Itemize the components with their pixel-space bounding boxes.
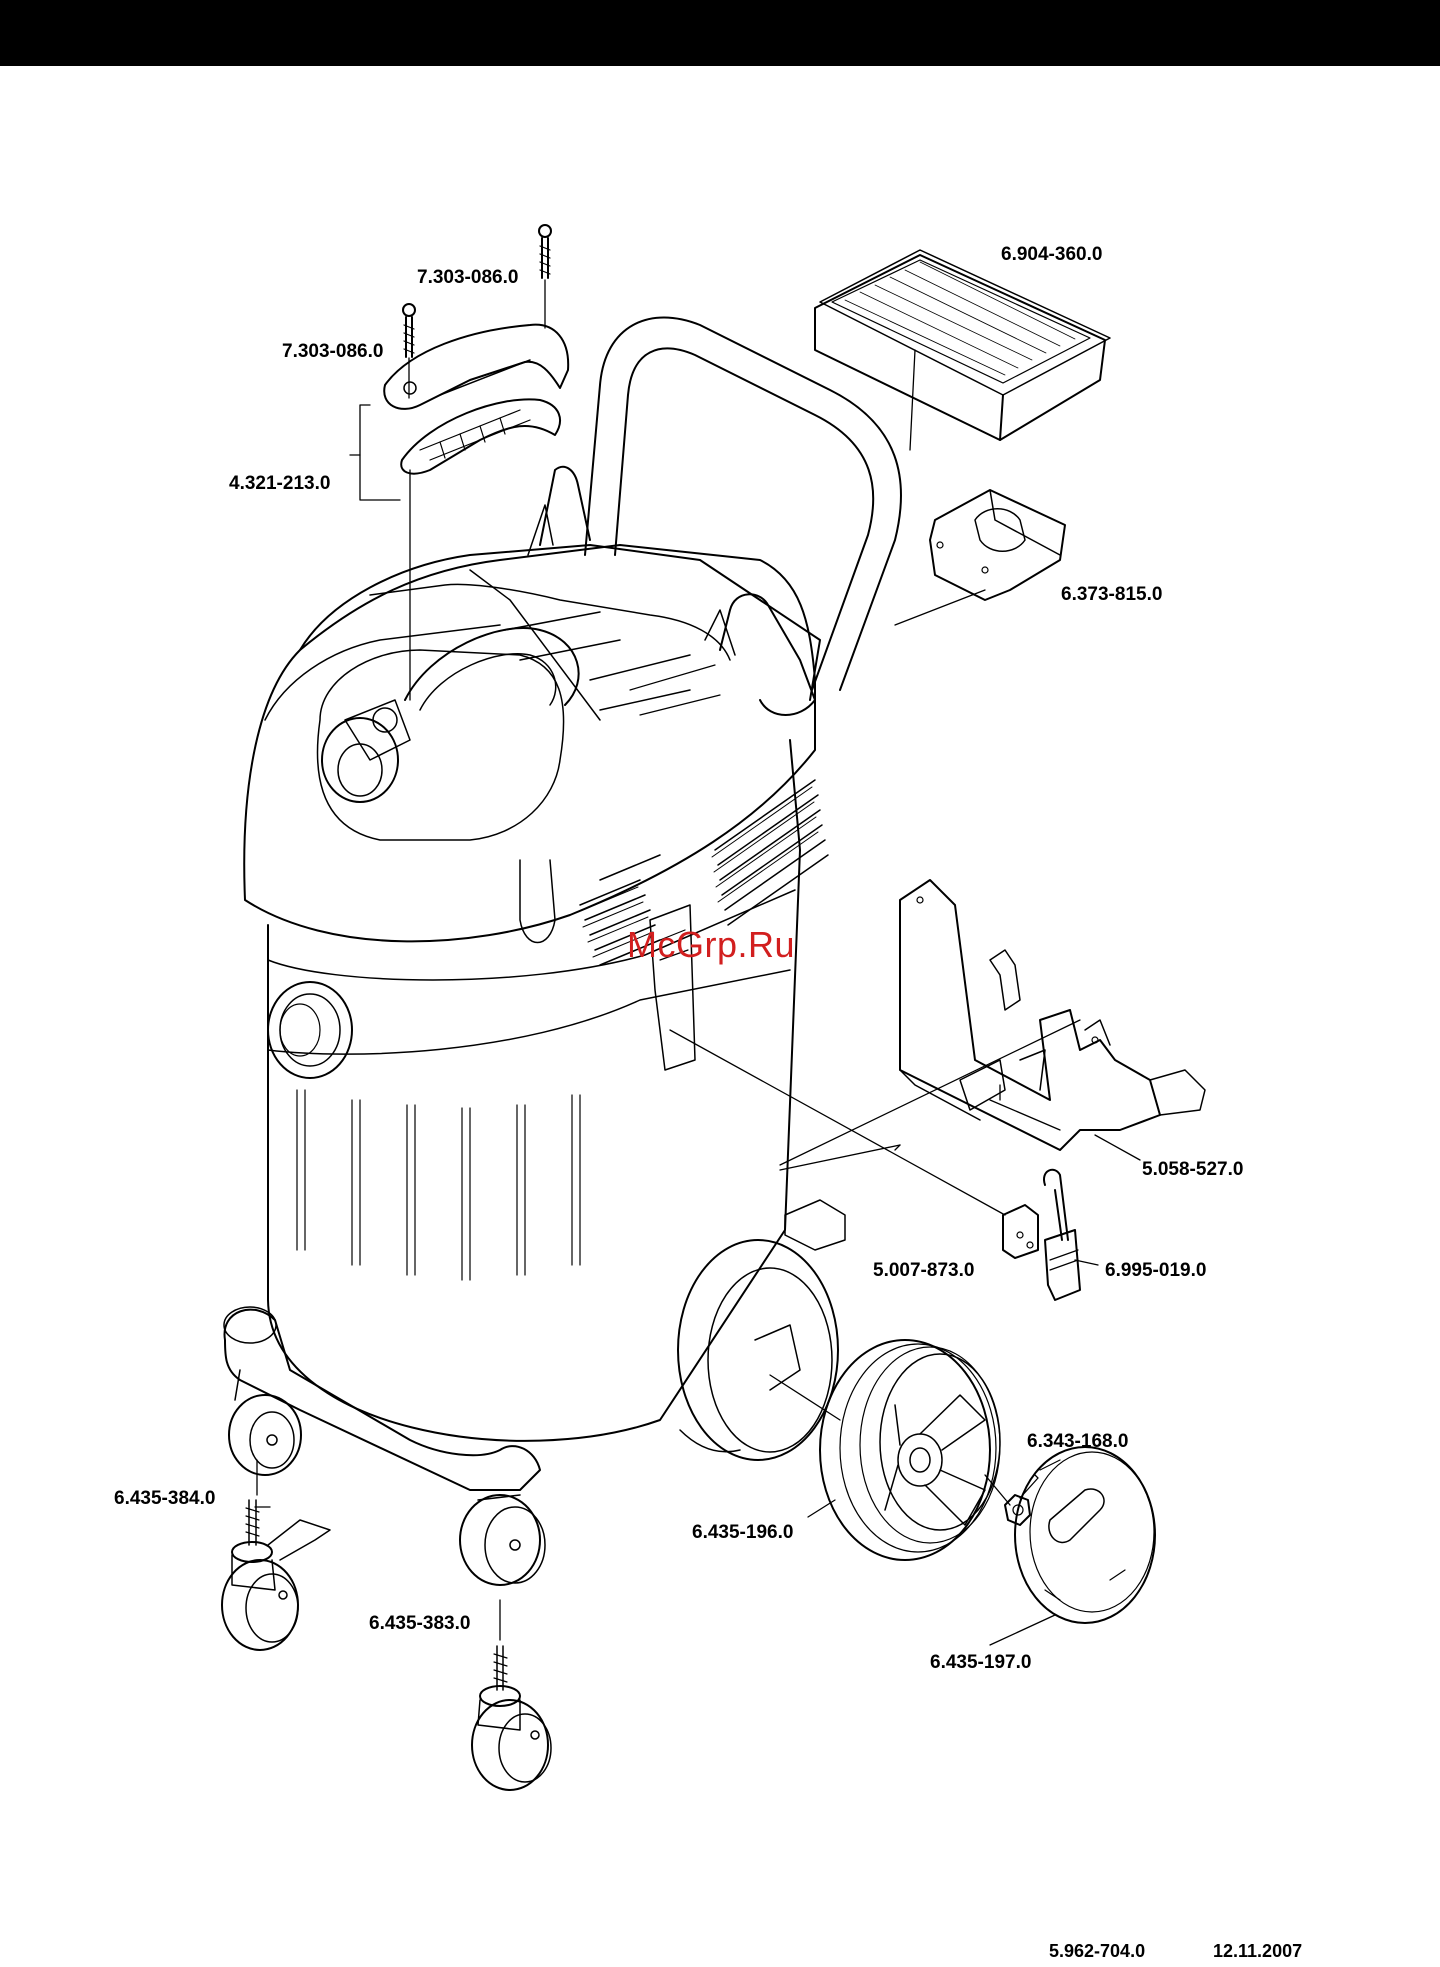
latch-block: [1003, 1205, 1038, 1258]
wheel: [820, 1340, 1000, 1560]
filter-holder-bracket: [930, 490, 1065, 600]
hub-cap: [1015, 1447, 1155, 1623]
label-clamp-washer: 6.343-168.0: [1027, 1432, 1128, 1451]
screw-upper: [539, 225, 551, 278]
label-screw-upper: 7.303-086.0: [417, 268, 518, 287]
label-latch-clip: 6.995-019.0: [1105, 1261, 1206, 1280]
label-hub-cap: 6.435-197.0: [930, 1653, 1031, 1672]
footer-date: 12.11.2007: [1213, 1942, 1302, 1960]
label-screw-lower: 7.303-086.0: [282, 342, 383, 361]
screw-lower: [403, 304, 415, 357]
base-hook: [785, 1200, 845, 1250]
caster: [472, 1646, 551, 1790]
label-handle: 4.321-213.0: [229, 474, 330, 493]
label-filter-holder: 6.373-815.0: [1061, 585, 1162, 604]
label-wheel: 6.435-196.0: [692, 1523, 793, 1542]
accessory-bracket: [900, 880, 1205, 1150]
label-accessory-bracket: 5.058-527.0: [1142, 1160, 1243, 1179]
latch-clip: [1044, 1170, 1080, 1300]
chassis-base: [224, 1307, 545, 1585]
label-latch-block: 5.007-873.0: [873, 1261, 974, 1280]
label-caster: 6.435-383.0: [369, 1614, 470, 1633]
filter-cartridge: [815, 250, 1110, 440]
label-caster-brake: 6.435-384.0: [114, 1489, 215, 1508]
watermark: McGrp.Ru: [627, 927, 795, 963]
push-handle-bar: [585, 318, 901, 691]
rear-wheel-assembled: [678, 1240, 838, 1460]
caster-with-brake: [222, 1500, 330, 1650]
label-filter: 6.904-360.0: [1001, 245, 1102, 264]
footer-doc-number: 5.962-704.0: [1049, 1942, 1145, 1960]
